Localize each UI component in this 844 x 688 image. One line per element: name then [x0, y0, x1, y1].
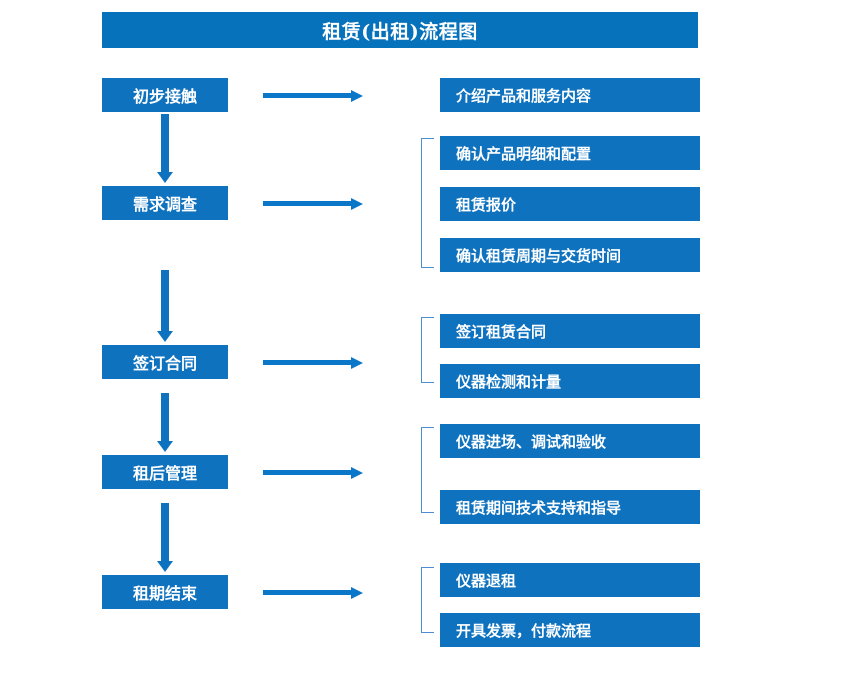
arrow-shaft	[161, 393, 169, 441]
detail-node-1[interactable]: 介绍产品和服务内容	[440, 78, 700, 112]
detail-node-label: 确认租赁周期与交货时间	[456, 246, 622, 265]
detail-node-label: 仪器退租	[456, 571, 517, 590]
flow-arrow-right-1	[263, 90, 363, 102]
arrow-shaft	[263, 590, 351, 595]
arrow-head-down-icon	[157, 441, 173, 452]
arrow-head-right-icon	[351, 467, 363, 479]
detail-node-label: 仪器进场、调试和验收	[456, 432, 607, 451]
detail-node-3[interactable]: 租赁报价	[440, 187, 700, 221]
stage-node-5[interactable]: 租期结束	[102, 575, 228, 609]
stage-node-label: 租后管理	[132, 464, 197, 483]
arrow-shaft	[263, 470, 351, 475]
arrow-shaft	[161, 270, 169, 331]
flow-arrow-right-2	[263, 198, 363, 210]
flow-arrow-right-3	[263, 357, 363, 369]
detail-node-label: 开具发票，付款流程	[456, 621, 592, 640]
arrow-shaft	[161, 503, 169, 561]
arrow-head-down-icon	[157, 331, 173, 342]
stage-node-1[interactable]: 初步接触	[102, 78, 228, 112]
detail-node-9[interactable]: 仪器退租	[440, 563, 700, 597]
flow-arrow-down-1	[157, 114, 173, 184]
arrow-shaft	[263, 201, 351, 206]
detail-node-10[interactable]: 开具发票，付款流程	[440, 613, 700, 647]
stage-node-label: 租期结束	[132, 584, 197, 603]
arrow-head-right-icon	[351, 587, 363, 599]
detail-node-label: 签订租赁合同	[456, 322, 547, 341]
detail-node-label: 租赁期间技术支持和指导	[456, 498, 622, 517]
flow-arrow-down-4	[157, 503, 173, 573]
arrow-head-down-icon	[157, 561, 173, 572]
arrow-head-right-icon	[351, 357, 363, 369]
arrow-head-down-icon	[157, 172, 173, 183]
group-bracket-4	[421, 567, 434, 633]
detail-node-label: 确认产品明细和配置	[456, 144, 592, 163]
stage-node-label: 签订合同	[132, 354, 197, 373]
arrow-shaft	[161, 114, 169, 172]
detail-node-label: 仪器检测和计量	[456, 372, 562, 391]
stage-node-3[interactable]: 签订合同	[102, 345, 228, 379]
flow-arrow-down-2	[157, 270, 173, 343]
stage-node-label: 初步接触	[132, 87, 197, 106]
detail-node-6[interactable]: 仪器检测和计量	[440, 364, 700, 398]
detail-node-7[interactable]: 仪器进场、调试和验收	[440, 424, 700, 458]
page-title: 租赁(出租)流程图	[322, 20, 478, 43]
detail-node-2[interactable]: 确认产品明细和配置	[440, 136, 700, 170]
arrow-shaft	[263, 93, 351, 98]
arrow-head-right-icon	[351, 90, 363, 102]
group-bracket-3	[421, 427, 434, 513]
flow-arrow-down-3	[157, 393, 173, 453]
arrow-head-right-icon	[351, 198, 363, 210]
group-bracket-1	[421, 138, 434, 268]
chart-title-banner: 租赁(出租)流程图	[102, 12, 698, 48]
stage-node-4[interactable]: 租后管理	[102, 455, 228, 489]
flow-arrow-right-4	[263, 467, 363, 479]
detail-node-4[interactable]: 确认租赁周期与交货时间	[440, 238, 700, 272]
detail-node-label: 介绍产品和服务内容	[456, 86, 592, 105]
stage-node-label: 需求调查	[132, 195, 197, 214]
flow-arrow-right-5	[263, 587, 363, 599]
stage-node-2[interactable]: 需求调查	[102, 186, 228, 220]
detail-node-8[interactable]: 租赁期间技术支持和指导	[440, 490, 700, 524]
detail-node-5[interactable]: 签订租赁合同	[440, 314, 700, 348]
arrow-shaft	[263, 360, 351, 365]
group-bracket-2	[421, 317, 434, 383]
detail-node-label: 租赁报价	[456, 195, 517, 214]
